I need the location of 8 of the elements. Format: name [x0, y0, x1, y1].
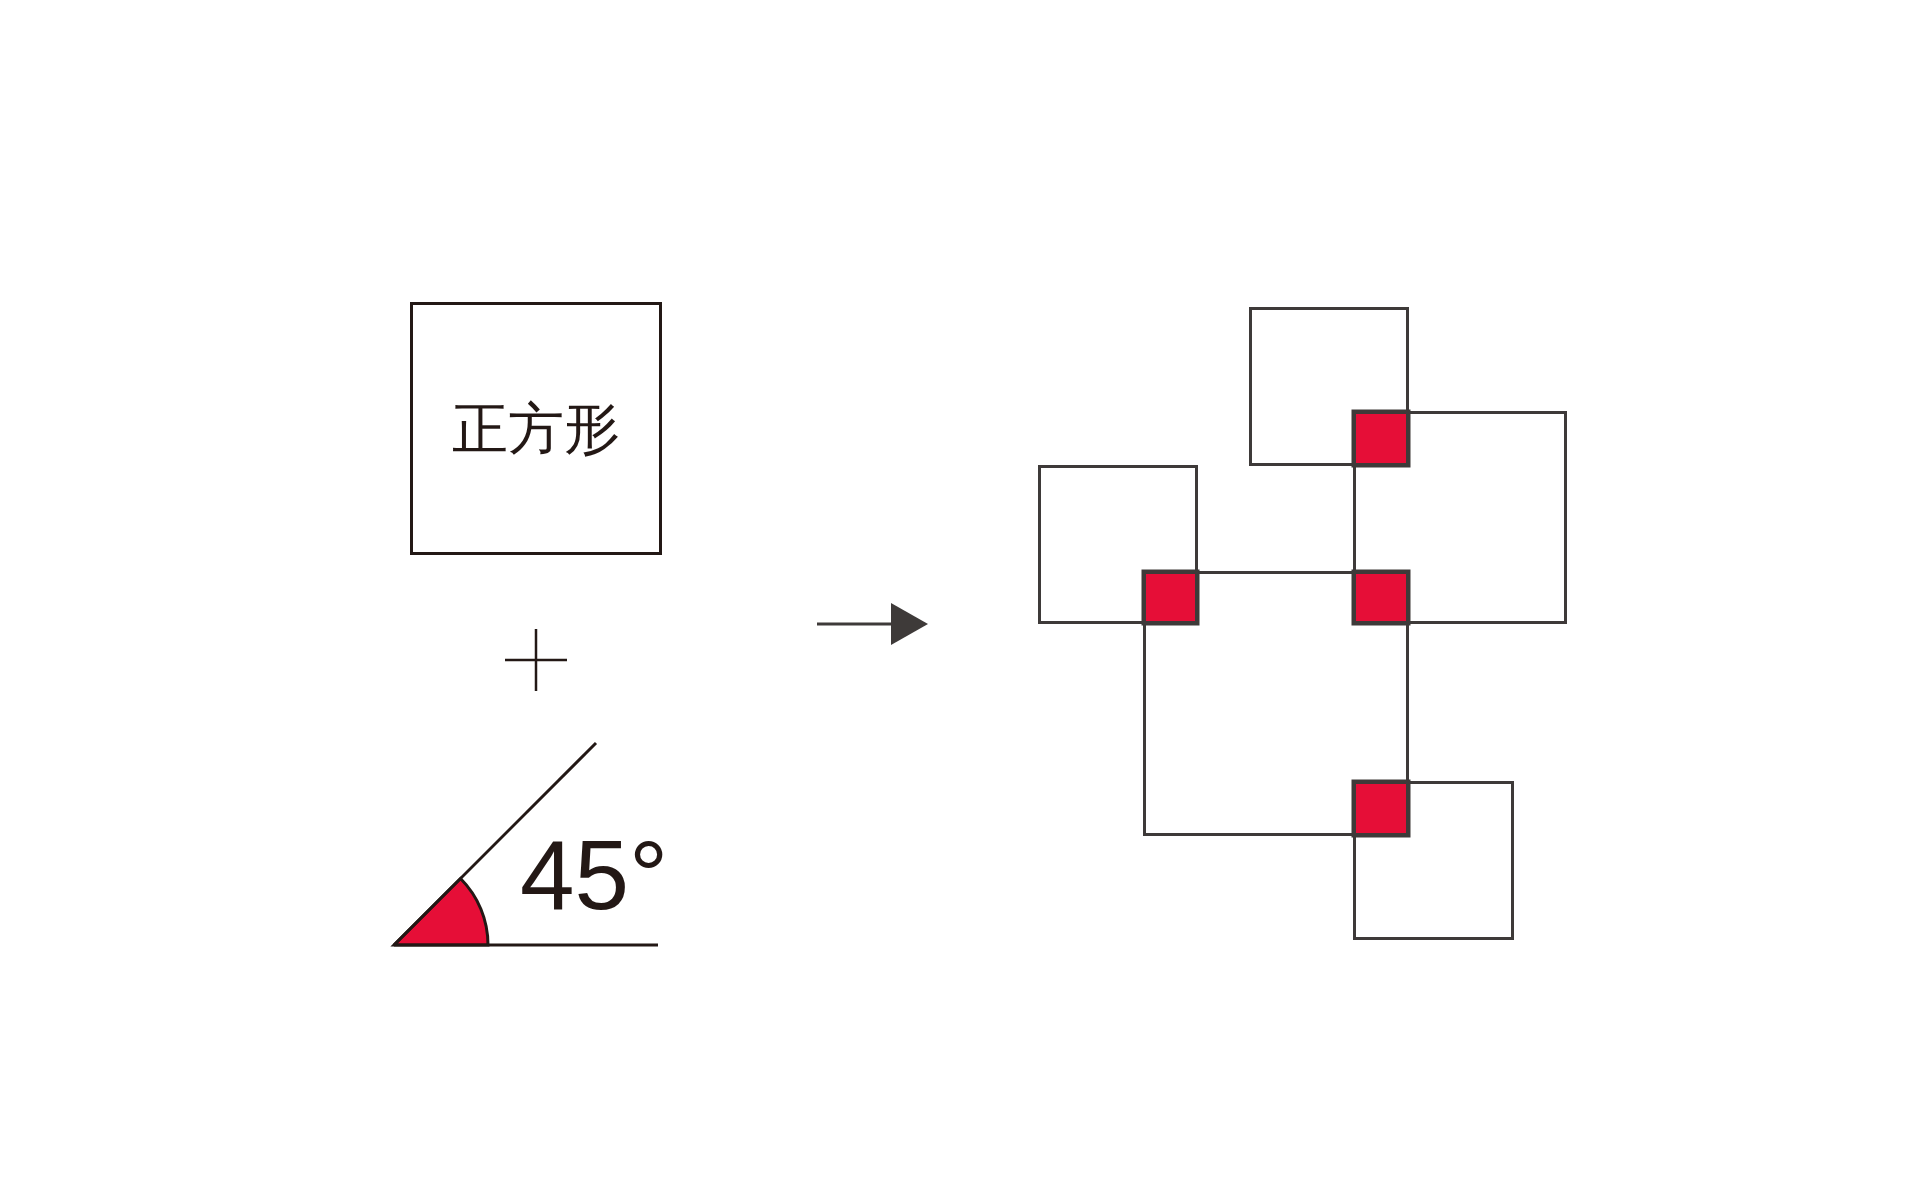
square-outline	[1038, 465, 1198, 624]
angle-label: 45°	[520, 826, 669, 924]
box-label: 正方形	[452, 400, 620, 457]
square-outline	[1143, 571, 1409, 836]
square-outline	[1353, 781, 1514, 940]
square-outline	[1249, 307, 1409, 466]
square-outline	[1353, 411, 1567, 624]
square-box	[410, 302, 662, 555]
